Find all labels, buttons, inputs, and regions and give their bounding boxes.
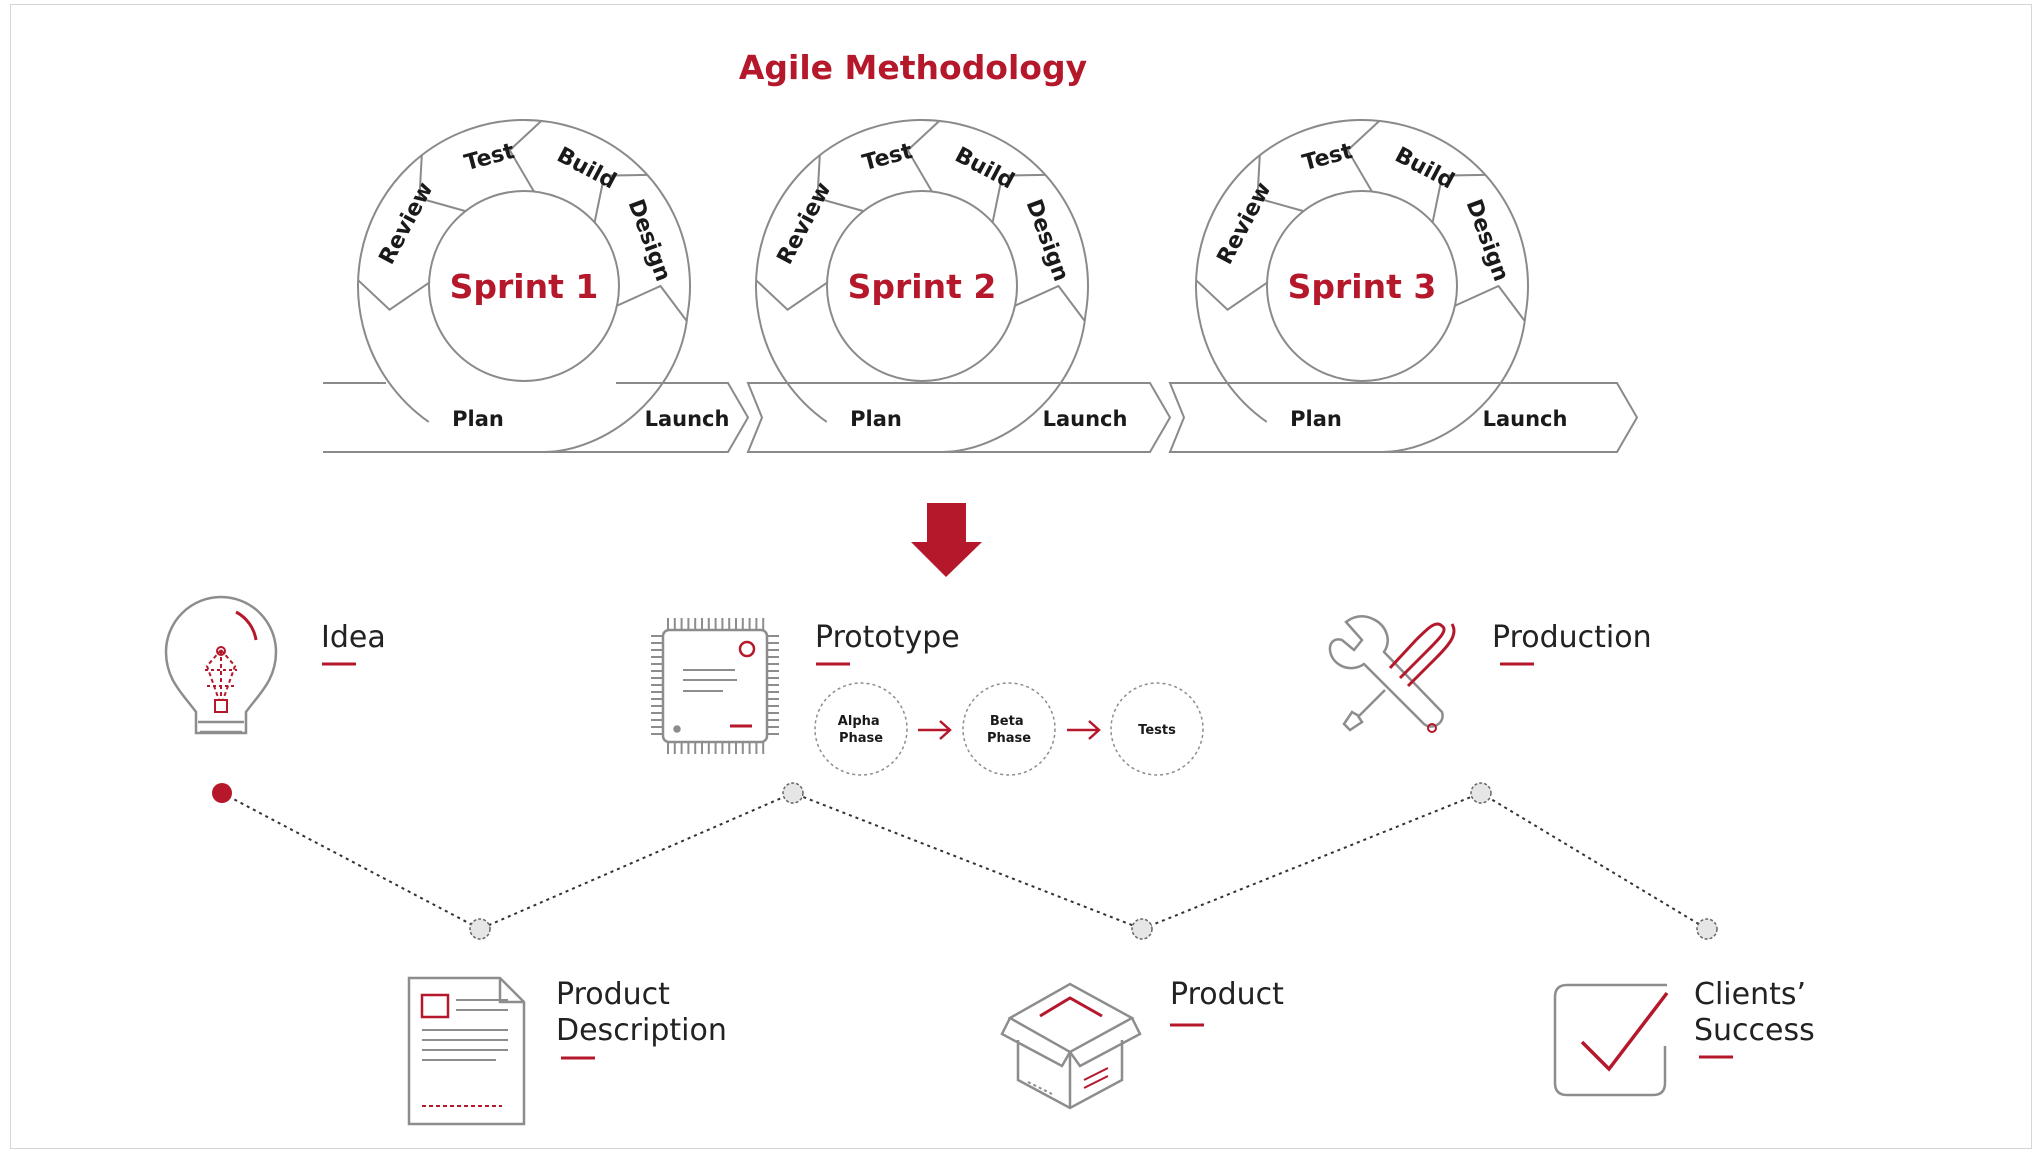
- stage-label-review: Review: [1213, 178, 1277, 268]
- step-label-production: Production: [1492, 620, 1652, 655]
- sprint-band: [323, 382, 750, 453]
- timeline-connector: [221, 791, 1708, 931]
- stage-label-design: Design: [1021, 196, 1074, 285]
- sprint-inner-circle: [1266, 190, 1458, 382]
- sprint-outer-ring: [357, 119, 691, 453]
- launch-label: Launch: [1483, 407, 1568, 431]
- timeline-node-clients-success: [1696, 918, 1718, 940]
- step-label-line: Clients’: [1694, 977, 1806, 1012]
- stage-divider: [1014, 284, 1086, 322]
- timeline-nodes: [212, 782, 1718, 940]
- phase-label-line: Phase: [987, 731, 1031, 746]
- sprint-band: [746, 382, 1172, 453]
- stage-divider: [616, 284, 688, 322]
- diagram-frame: [10, 4, 2032, 1149]
- phase-circle-tests: [1110, 682, 1204, 776]
- sprint-band: [1168, 382, 1639, 453]
- stage-divider: [816, 155, 864, 213]
- stage-label-design: Design: [623, 196, 676, 285]
- sprint-outer-ring: [1195, 119, 1529, 453]
- phase-label-beta: Beta Phase: [987, 714, 1031, 746]
- phase-label-line: Beta: [990, 714, 1024, 729]
- stage-label-test: Test: [462, 139, 518, 176]
- stage-divider: [755, 279, 828, 311]
- stage-divider: [508, 120, 543, 193]
- sprint-inner-circle: [428, 190, 620, 382]
- stage-label-test: Test: [1300, 139, 1356, 176]
- step-label-prototype: Prototype: [815, 620, 960, 655]
- stage-divider: [1431, 173, 1486, 223]
- arrow-right-icon: [918, 720, 952, 740]
- checkbox-icon: [1553, 983, 1669, 1097]
- step-label-idea: Idea: [321, 620, 386, 655]
- sprint-title: Sprint 1: [450, 267, 599, 306]
- stage-divider: [593, 173, 648, 223]
- stage-divider: [906, 120, 941, 193]
- arrow-down-icon: [911, 503, 982, 577]
- step-label-product: Product: [1170, 977, 1284, 1012]
- stage-label-test: Test: [860, 139, 916, 176]
- sprint-title: Sprint 3: [1288, 267, 1437, 306]
- phase-label-line: Alpha: [838, 714, 880, 729]
- lightbulb-icon: [164, 595, 278, 735]
- stage-label-build: Build: [951, 143, 1019, 195]
- stage-divider: [1454, 284, 1526, 322]
- sprint-outer-ring: [755, 119, 1089, 453]
- diagram-title: Agile Methodology: [739, 48, 1087, 87]
- timeline-node-production: [1470, 782, 1492, 804]
- prototype-phases: Alpha Phase Beta Phase Tests: [814, 682, 1204, 776]
- phase-circle-alpha: [814, 682, 908, 776]
- chip-icon: [651, 618, 779, 754]
- stage-divider: [1256, 155, 1304, 213]
- timeline-node-product: [1131, 918, 1153, 940]
- stage-label-build: Build: [1391, 143, 1459, 195]
- step-label-line: Success: [1694, 1013, 1815, 1048]
- phase-circle-beta: [962, 682, 1056, 776]
- timeline-node-idea: [212, 783, 232, 803]
- launch-label: Launch: [645, 407, 730, 431]
- stage-label-review: Review: [773, 178, 837, 268]
- sprint-title: Sprint 2: [848, 267, 997, 306]
- step-label-clients-success: Clients’ Success: [1694, 977, 1816, 1048]
- plan-label: Plan: [850, 407, 902, 431]
- document-icon: [407, 976, 526, 1126]
- phase-label-alpha: Alpha Phase: [838, 714, 884, 746]
- arrow-right-icon: [1067, 720, 1101, 740]
- wrench-screwdriver-icon: [1328, 615, 1456, 733]
- step-label-line: Product: [556, 977, 670, 1012]
- plan-label: Plan: [1290, 407, 1342, 431]
- stage-divider: [1195, 279, 1268, 311]
- stage-label-review: Review: [375, 178, 439, 268]
- step-label-line: Description: [556, 1013, 727, 1048]
- stage-label-build: Build: [553, 143, 621, 195]
- stage-divider: [1346, 120, 1381, 193]
- step-label-product-description: Product Description: [556, 977, 727, 1048]
- sprint-inner-circle: [826, 190, 1018, 382]
- stage-label-design: Design: [1461, 196, 1514, 285]
- timeline-node-product-description: [469, 918, 491, 940]
- phase-label-tests: Tests: [1138, 723, 1176, 738]
- timeline-node-prototype: [782, 782, 804, 804]
- stage-divider: [418, 155, 466, 213]
- stage-divider: [357, 279, 430, 311]
- launch-label: Launch: [1043, 407, 1128, 431]
- box-icon: [1000, 982, 1142, 1110]
- plan-label: Plan: [452, 407, 504, 431]
- phase-label-line: Phase: [839, 731, 883, 746]
- stage-divider: [991, 173, 1046, 223]
